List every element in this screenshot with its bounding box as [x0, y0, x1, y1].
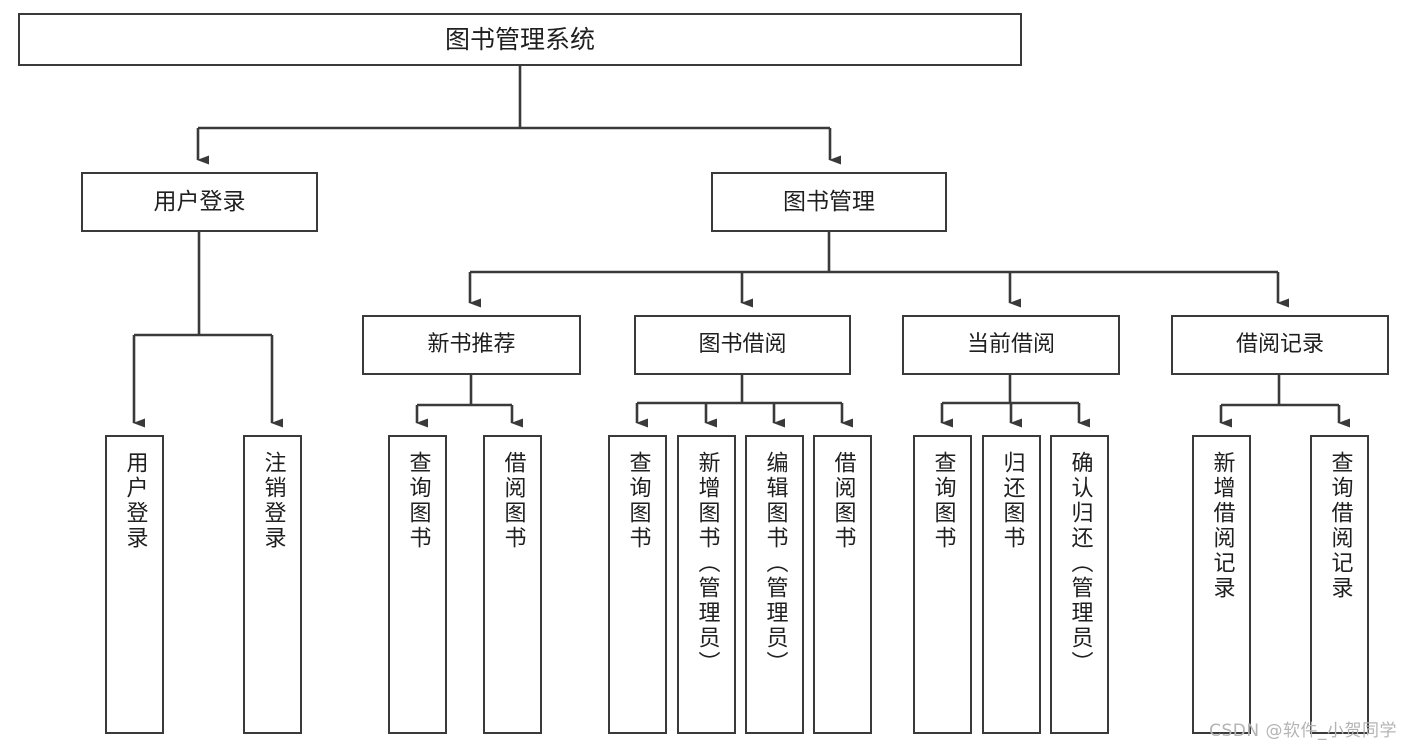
node-leaf-5[interactable]: 新增图书（管理员） [677, 435, 736, 734]
node-label: 查询图书 [625, 451, 651, 551]
node-label: 借阅图书 [830, 451, 856, 551]
node-label: 确认归还（管理员） [1067, 451, 1093, 676]
node-label: 当前借阅 [966, 332, 1055, 358]
node-level2-0[interactable]: 新书推荐 [362, 315, 581, 375]
node-label: 借阅记录 [1235, 332, 1324, 358]
node-label: 新增借阅记录 [1209, 451, 1235, 601]
node-level2-1[interactable]: 图书借阅 [634, 315, 851, 375]
node-label: 新增图书（管理员） [694, 451, 720, 676]
node-label: 归还图书 [999, 451, 1025, 551]
node-label: 借阅图书 [500, 451, 526, 551]
node-level1-1[interactable]: 图书管理 [711, 172, 947, 232]
watermark: CSDN @软件_小贺同学 [1209, 721, 1397, 741]
node-label: 图书管理 [783, 188, 875, 215]
node-root[interactable]: 图书管理系统 [18, 13, 1022, 66]
node-leaf-3[interactable]: 借阅图书 [483, 435, 542, 734]
node-leaf-2[interactable]: 查询图书 [388, 435, 447, 734]
node-level2-2[interactable]: 当前借阅 [902, 315, 1120, 375]
node-leaf-8[interactable]: 查询图书 [913, 435, 972, 734]
node-label: 图书管理系统 [444, 25, 595, 54]
node-leaf-12[interactable]: 查询借阅记录 [1310, 435, 1369, 734]
node-leaf-9[interactable]: 归还图书 [982, 435, 1041, 734]
node-leaf-0[interactable]: 用户登录 [105, 435, 164, 734]
node-label: 查询借阅记录 [1327, 451, 1353, 601]
node-label: 查询图书 [930, 451, 956, 551]
node-leaf-7[interactable]: 借阅图书 [813, 435, 872, 734]
node-label: 新书推荐 [427, 332, 516, 358]
node-leaf-1[interactable]: 注销登录 [243, 435, 302, 734]
node-level1-0[interactable]: 用户登录 [81, 172, 318, 232]
node-level2-3[interactable]: 借阅记录 [1171, 315, 1389, 375]
node-label: 用户登录 [122, 451, 148, 551]
node-label: 编辑图书（管理员） [762, 451, 788, 676]
node-label: 查询图书 [405, 451, 431, 551]
node-leaf-6[interactable]: 编辑图书（管理员） [745, 435, 804, 734]
node-label: 注销登录 [260, 451, 286, 551]
node-leaf-4[interactable]: 查询图书 [608, 435, 667, 734]
node-label: 图书借阅 [698, 332, 787, 358]
node-leaf-10[interactable]: 确认归还（管理员） [1050, 435, 1109, 734]
node-label: 用户登录 [153, 188, 246, 215]
node-leaf-11[interactable]: 新增借阅记录 [1192, 435, 1251, 734]
